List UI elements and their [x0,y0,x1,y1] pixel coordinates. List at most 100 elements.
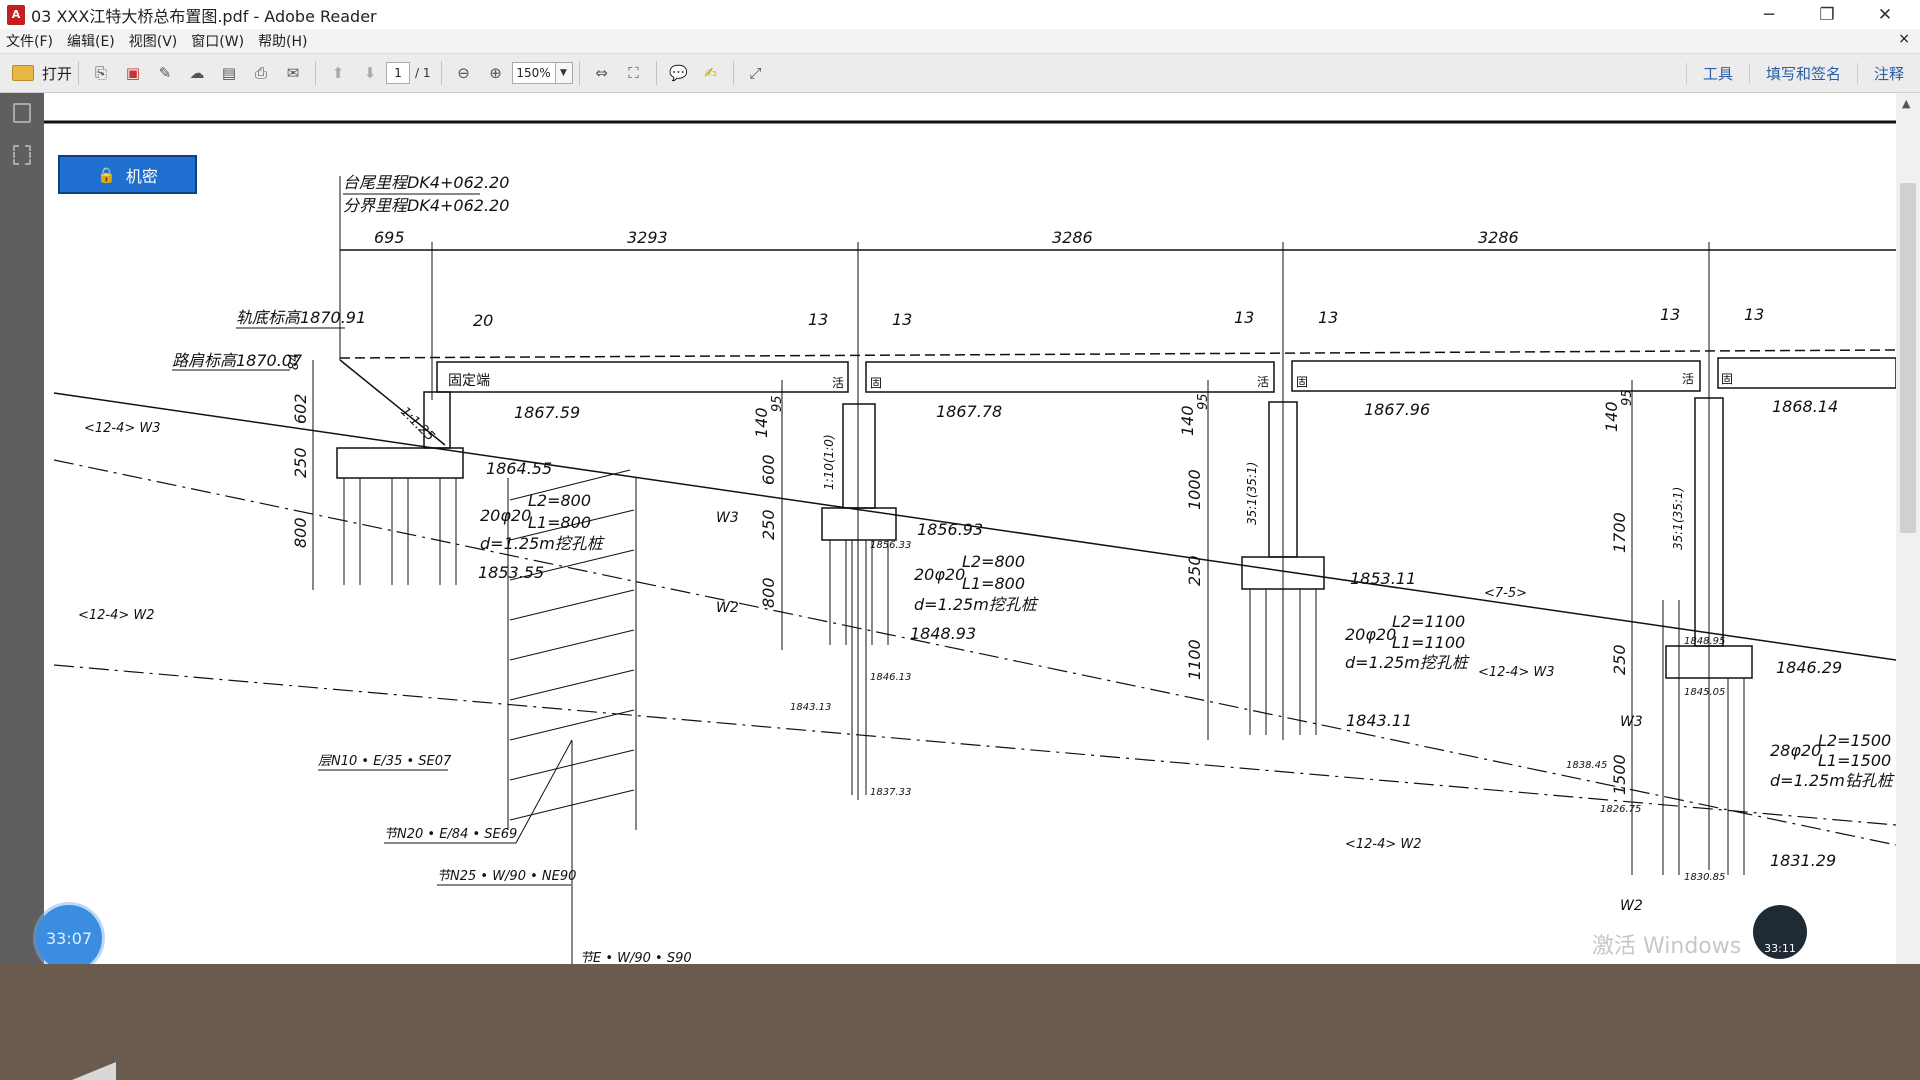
small-elevation: 1845.05 [1684,687,1725,698]
pdf-icon: A [7,4,25,25]
vertical-scrollbar[interactable]: ▲ [1896,93,1920,964]
zoom-input[interactable]: 150% [511,62,556,84]
soil-label: <12-4> W3 [84,421,161,436]
dim-label: 250 [1185,555,1204,586]
cloud-upload-icon[interactable]: ☁ [189,64,205,82]
elevation-label: 1853.11 [1350,569,1416,588]
pile-type-label: d=1.25m挖孔桩 [1345,653,1470,672]
page-number-input[interactable]: 1 [386,62,411,84]
rail-line [339,349,1896,359]
pile-length-label: L1=800 [962,574,1025,593]
tools-link[interactable]: 工具 [1685,62,1749,84]
bearing-glyph: 活 [832,376,844,390]
fullscreen-icon[interactable]: ⤢ [749,64,762,82]
menu-window[interactable]: 窗口(W) [191,34,245,50]
elevation-label: 1867.59 [514,403,580,422]
next-page-icon[interactable]: ⬇ [363,64,377,82]
pier-1-cap [821,507,897,541]
corner-fragment-icon [72,1062,116,1080]
comment-icon[interactable]: 💬 [669,64,688,82]
menu-help[interactable]: 帮助(H) [258,34,308,50]
close-button[interactable]: ✕ [1877,4,1893,25]
elevation-label: 1853.55 [478,563,544,582]
print-icon[interactable]: ⎙ [255,64,268,82]
bearing-glyph: 活 [1257,375,1269,389]
toolbar-divider [78,61,80,85]
girder-span-1 [436,361,849,393]
fill-sign-link[interactable]: 填写和签名 [1748,62,1857,84]
pile-length-label: L2=1500 [1818,731,1891,750]
folder-icon [12,65,34,81]
fit-page-icon[interactable]: ⛶ [628,64,639,82]
soil-label: <12-4> W2 [1345,837,1422,852]
pier-slope-label: 35:1(35:1) [1245,462,1259,525]
water-label: W2 [1620,898,1643,914]
attachments-panel-icon[interactable] [13,145,31,165]
dim-label: 140 [1178,405,1197,436]
pile-count-label: 20φ20 [1345,625,1396,644]
previous-page-icon[interactable]: ⬆ [331,64,345,82]
minimize-button[interactable]: ─ [1763,4,1775,25]
elevation-label: 1843.11 [1346,711,1412,730]
toolbar: 打开 ⎘ ▣ ✎ ☁ ▤ ⎙ ✉ ⬆ ⬇ 1 / 1 ⊖ ⊕ 150% ▼ ⇔ … [0,54,1920,93]
span-label: 3293 [627,228,668,247]
bearing-glyph: 固 [870,376,882,390]
toolbar-divider [578,61,580,85]
water-label: W2 [716,600,739,616]
document-view[interactable]: 台尾里程DK4+062.20 分界里程DK4+062.20 695 3293 3… [44,93,1896,964]
pile-count-label: 20φ20 [914,565,965,584]
edit-pdf-icon[interactable]: ✎ [158,64,172,82]
export-pdf-icon[interactable]: ▣ [125,64,141,82]
dim-label: 84 [287,353,302,370]
fixed-end-label: 固定端 [448,373,490,389]
email-icon[interactable]: ✉ [286,64,300,82]
confidential-label: 机密 [125,166,158,186]
save-icon[interactable]: ▤ [221,64,237,82]
dim-label: 13 [1744,305,1764,324]
small-elevation: 1846.13 [870,672,911,683]
elevation-label: 1848.93 [910,624,976,643]
pier-2-cap [1241,556,1325,590]
pages-panel-icon[interactable] [13,103,31,123]
scroll-up-icon[interactable]: ▲ [1902,97,1911,110]
elevation-label: 1867.78 [936,402,1002,421]
toolbar-divider [440,61,442,85]
highlight-icon[interactable]: ✍ [704,64,717,82]
geo-label: 节N25 • W/90 • NE90 [437,869,576,884]
title-bar: A 03 XXX江特大桥总布置图.pdf - Adobe Reader ─ ❐ … [0,0,1920,29]
create-pdf-icon[interactable]: ⎘ [95,64,108,82]
span-label: 3286 [1052,228,1093,247]
dim-label: 140 [752,407,771,438]
secondary-timer[interactable]: 33:11 [1753,905,1807,959]
soil-label: <12-4> W3 [1478,665,1555,680]
rail-elevation-label: 轨底标高1870.91 [236,308,366,327]
pier-slope-label: 35:1(35:1) [1671,487,1685,550]
dim-label: 140 [1602,401,1621,432]
fit-width-icon[interactable]: ⇔ [595,64,608,82]
document-close-icon[interactable]: × [1898,31,1910,47]
restore-button[interactable]: ❐ [1819,4,1835,25]
zoom-dropdown-icon[interactable]: ▼ [555,62,573,84]
water-label: W3 [716,510,739,526]
pile-length-label: L2=800 [528,491,591,510]
zoom-out-icon[interactable]: ⊖ [457,64,470,82]
menu-bar: 文件(F) 编辑(E) 视图(V) 窗口(W) 帮助(H) × [0,29,1920,54]
comment-link[interactable]: 注释 [1856,62,1920,84]
dim-label: 1700 [1610,512,1629,553]
pile-length-label: L2=800 [962,552,1025,571]
pile-length-label: L1=800 [528,513,591,532]
menu-edit[interactable]: 编辑(E) [66,34,115,50]
dim-label: 95 [770,395,785,412]
scrollbar-thumb[interactable] [1900,183,1916,533]
menu-file[interactable]: 文件(F) [6,34,53,50]
zoom-in-icon[interactable]: ⊕ [489,64,502,82]
dim-label: 800 [759,577,778,608]
geo-label: 节N20 • E/84 • SE69 [384,827,517,842]
recording-timer[interactable]: 33:07 [36,905,102,964]
navigation-pane [0,93,44,964]
open-button[interactable]: 打开 [12,63,72,84]
menu-view[interactable]: 视图(V) [128,34,178,50]
confidential-badge[interactable]: 🔒 机密 [58,155,197,194]
pile-type-label: d=1.25m挖孔桩 [914,595,1039,614]
small-elevation: 1826.75 [1600,804,1641,815]
